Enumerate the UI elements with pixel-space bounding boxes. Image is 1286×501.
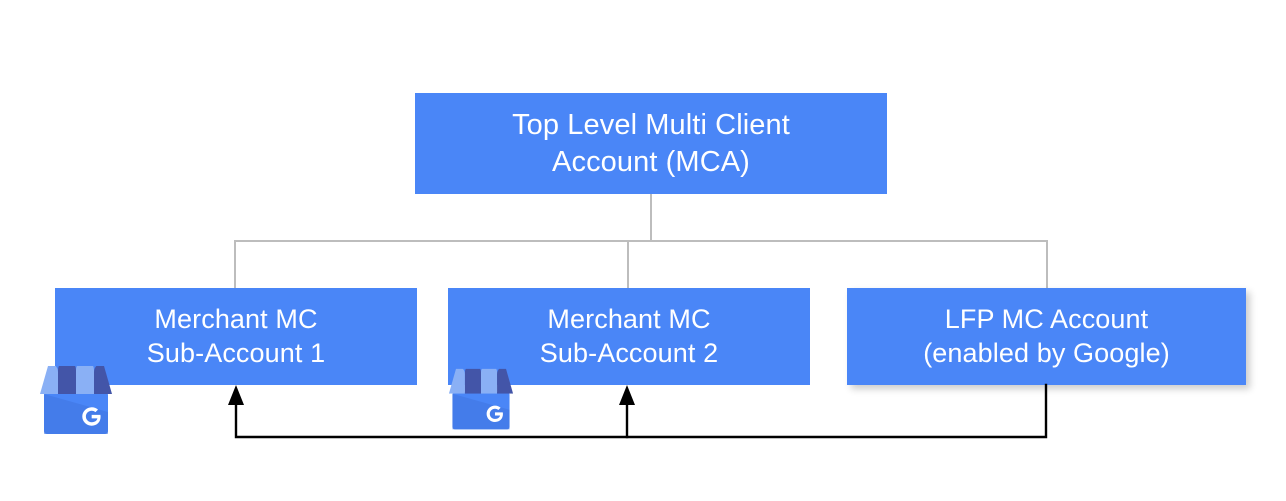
node-lfp-mc-account-label: LFP MC Account (enabled by Google) xyxy=(923,303,1170,368)
node-top-level-mca-label: Top Level Multi Client Account (MCA) xyxy=(512,109,790,178)
connector-horizontal-bus xyxy=(234,240,1048,242)
arrowhead-to-sub-account-2 xyxy=(619,385,635,405)
google-g-glyph xyxy=(82,407,101,426)
connector-mca-stem xyxy=(650,194,652,242)
connector-drop-to-sub-account-2 xyxy=(627,240,629,288)
node-merchant-mc-sub-account-1-label: Merchant MC Sub-Account 1 xyxy=(146,303,326,368)
google-my-business-storefront-icon xyxy=(448,368,514,430)
google-my-business-storefront-icon xyxy=(40,366,112,434)
arrowhead-to-sub-account-1 xyxy=(228,385,244,405)
connector-drop-to-sub-account-1 xyxy=(234,240,236,288)
storefront-awning xyxy=(448,368,514,394)
node-merchant-mc-sub-account-2-label: Merchant MC Sub-Account 2 xyxy=(539,303,719,368)
node-merchant-mc-sub-account-1: Merchant MC Sub-Account 1 xyxy=(55,288,417,385)
node-merchant-mc-sub-account-2: Merchant MC Sub-Account 2 xyxy=(448,288,810,385)
node-lfp-mc-account: LFP MC Account (enabled by Google) xyxy=(847,288,1246,385)
node-top-level-mca: Top Level Multi Client Account (MCA) xyxy=(415,93,887,194)
storefront-awning xyxy=(40,366,112,394)
connector-drop-to-lfp-account xyxy=(1046,240,1048,288)
